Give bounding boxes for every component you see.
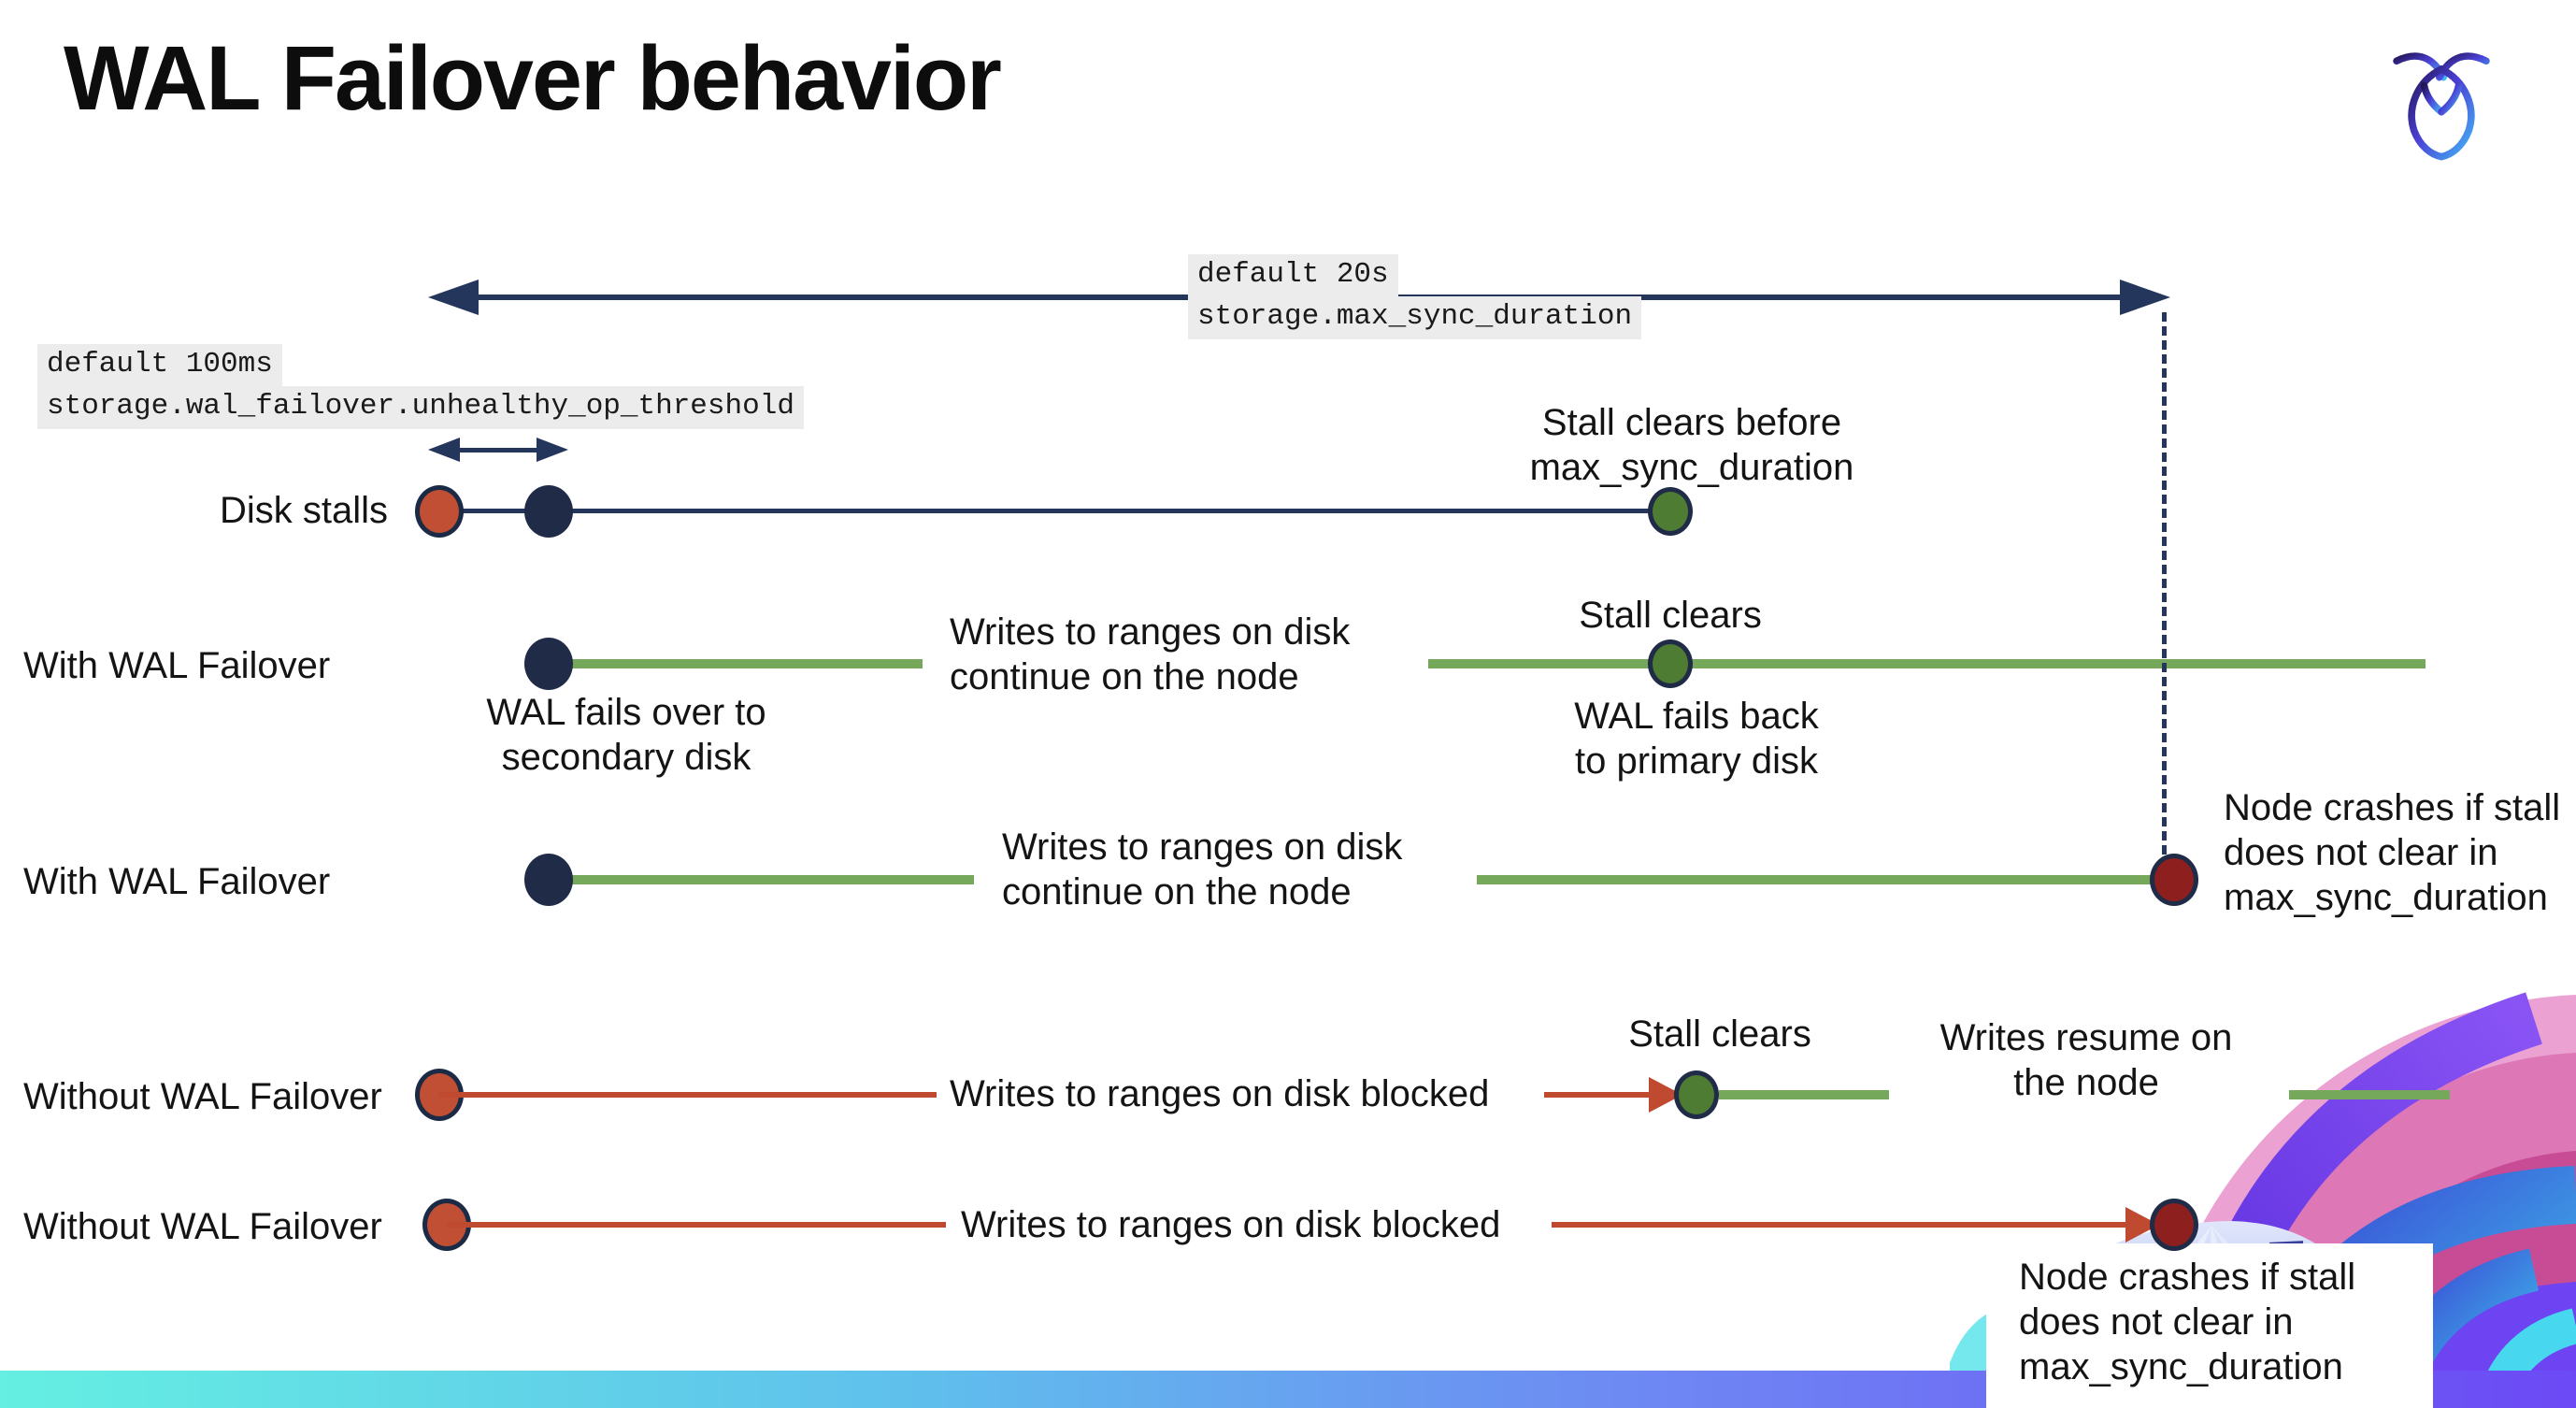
deadline-dashed-line <box>2162 312 2167 855</box>
small-arrowhead-left-icon <box>428 438 460 462</box>
writes-resume-annotation: Writes resume on the node <box>1927 1015 2245 1105</box>
node-crash-dot <box>2150 854 2198 906</box>
writes-continue-annotation-2: Writes to ranges on disk continue on the… <box>1002 825 1402 914</box>
writes-resume-line <box>1719 1090 1889 1099</box>
row-label-with-wal-failover-1: With WAL Failover <box>23 643 330 688</box>
failover-start-dot <box>524 638 573 690</box>
writes-blocked-annotation: Writes to ranges on disk blocked <box>950 1071 1489 1116</box>
stall-clears-before-annotation: Stall clears before max_sync_duration <box>1486 400 1897 490</box>
writes-continue-annotation: Writes to ranges on disk continue on the… <box>950 610 1350 699</box>
max-sync-duration-label: default 20s storage.max_sync_duration <box>1188 254 1641 339</box>
writes-continue-line <box>549 659 923 668</box>
writes-resume-line-2 <box>2289 1090 2450 1099</box>
small-arrowhead-right-icon <box>537 438 568 462</box>
stall-start-dot <box>415 485 464 538</box>
unhealthy-op-default-value: default 100ms <box>37 344 282 387</box>
page-title: WAL Failover behavior <box>64 26 1000 131</box>
stall-clears-annotation: Stall clears <box>1521 593 1820 638</box>
writes-blocked-line-3 <box>447 1222 946 1228</box>
max-sync-setting-name: storage.max_sync_duration <box>1188 296 1641 339</box>
unhealthy-op-setting-name: storage.wal_failover.unhealthy_op_thresh… <box>37 386 804 429</box>
writes-continue-line-3 <box>549 875 974 884</box>
wal-fails-over-annotation: WAL fails over to secondary disk <box>449 690 804 780</box>
max-sync-default-value: default 20s <box>1188 254 1398 297</box>
row-label-disk-stalls: Disk stalls <box>122 488 388 533</box>
stall-clears-dot-3 <box>1674 1070 1719 1119</box>
wal-fails-back-annotation: WAL fails back to primary disk <box>1524 694 1869 783</box>
unhealthy-op-threshold-label: default 100ms storage.wal_failover.unhea… <box>37 344 804 429</box>
row-label-with-wal-failover-2: With WAL Failover <box>23 859 330 904</box>
stall-clears-dot <box>1648 487 1693 536</box>
node-crash-dot-2 <box>2150 1199 2198 1251</box>
node-crashes-annotation: Node crashes if stall does not clear in … <box>2224 785 2576 920</box>
unhealthy-op-span-line <box>447 448 550 453</box>
node-crashes-annotation-2: Node crashes if stall does not clear in … <box>2019 1255 2411 1389</box>
stall-clears-dot-2 <box>1648 639 1693 688</box>
writes-blocked-line <box>439 1092 937 1098</box>
writes-continue-line-4 <box>1477 875 2174 884</box>
writes-blocked-line-4 <box>1552 1222 2125 1228</box>
writes-blocked-annotation-2: Writes to ranges on disk blocked <box>961 1202 1500 1247</box>
row-label-without-wal-failover-1: Without WAL Failover <box>23 1074 382 1119</box>
stall-clears-annotation-2: Stall clears <box>1570 1012 1869 1056</box>
row-label-without-wal-failover-2: Without WAL Failover <box>23 1204 382 1249</box>
disk-stall-timeline <box>439 509 1670 513</box>
failover-start-dot-2 <box>524 854 573 906</box>
writes-blocked-line-2 <box>1544 1092 1649 1098</box>
failover-threshold-dot <box>524 485 573 538</box>
writes-continue-line-2 <box>1428 659 2426 668</box>
cockroachdb-logo-icon <box>2389 47 2494 161</box>
arrowhead-right-icon <box>2120 280 2170 315</box>
arrowhead-left-icon <box>428 280 479 315</box>
